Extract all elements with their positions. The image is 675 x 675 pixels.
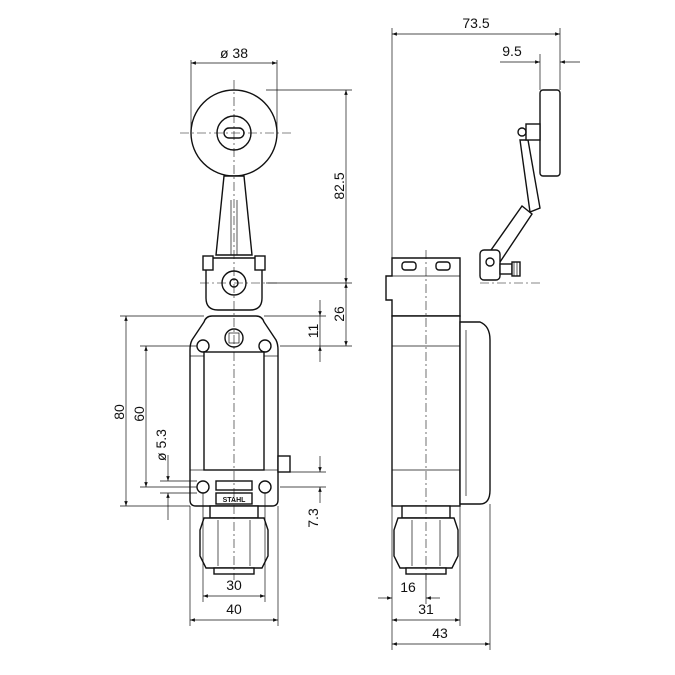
dim-roller-diameter: ø 38 [220,45,248,61]
dim-offset-7-3: 7.3 [305,508,321,528]
front-view: STAHL ø 38 82.5 26 11 [111,45,352,626]
dim-depth-43: 43 [432,625,448,641]
side-screw [277,455,291,473]
lever-arm [215,175,253,256]
side-roller [517,89,561,177]
dim-lever-length: 82.5 [331,172,347,199]
side-view: 73.5 9.5 16 31 43 [378,15,580,650]
dim-hole-diameter: ø 5.3 [153,429,169,461]
mounting-hole [258,339,272,353]
dim-gland-16: 16 [400,579,416,595]
dim-depth-31: 31 [418,601,434,617]
dim-offset-26: 26 [331,306,347,322]
side-head [385,257,461,317]
dim-offset-11: 11 [305,324,321,339]
dim-width-30: 30 [226,577,242,593]
switch-body: STAHL [189,315,291,507]
side-body [391,315,491,507]
dim-width-40: 40 [226,601,242,617]
dim-roller-width: 9.5 [502,43,522,59]
dim-height-80: 80 [111,404,127,420]
side-lever [479,139,541,281]
dim-overall-73-5: 73.5 [462,15,489,31]
brand-label: STAHL [223,497,247,504]
dim-pitch-60: 60 [131,406,147,422]
